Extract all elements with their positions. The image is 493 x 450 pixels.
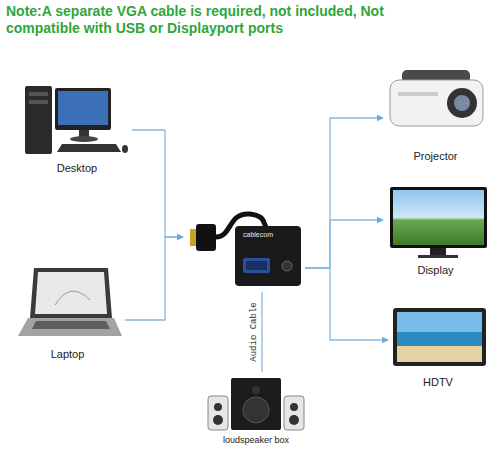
connector-arrow xyxy=(132,130,183,237)
adapter-picture xyxy=(190,214,301,286)
adapter-node: cablecom xyxy=(183,205,305,292)
node-label: Projector xyxy=(413,150,457,162)
hdtv-picture xyxy=(393,308,486,366)
device-node: Display xyxy=(383,180,488,278)
desktop-picture xyxy=(25,86,128,154)
node-label: Laptop xyxy=(51,348,85,360)
node-label: HDTV xyxy=(423,376,453,388)
node-label: Desktop xyxy=(57,162,97,174)
laptop-picture xyxy=(18,268,122,336)
connector-arrow xyxy=(305,268,388,340)
cable-label: Audio Cable xyxy=(249,301,259,362)
node-label: cablecom xyxy=(243,231,273,238)
node-label: Display xyxy=(417,264,453,276)
node-label: loudspeaker box xyxy=(223,435,289,445)
projector-picture xyxy=(390,70,483,126)
connector-arrow xyxy=(125,237,183,320)
device-node: Laptop xyxy=(10,262,125,362)
note-text: Note:A separate VGA cable is required, n… xyxy=(6,3,431,37)
device-node: loudspeaker box xyxy=(196,372,316,446)
connector-arrow xyxy=(305,118,383,268)
display-picture xyxy=(390,187,487,258)
device-node: Projector xyxy=(383,60,488,164)
device-node: Desktop xyxy=(22,80,132,178)
speaker-picture xyxy=(208,378,304,430)
device-node: HDTV xyxy=(388,304,488,390)
connector-arrow xyxy=(305,220,383,268)
connector-arrow xyxy=(261,292,262,372)
